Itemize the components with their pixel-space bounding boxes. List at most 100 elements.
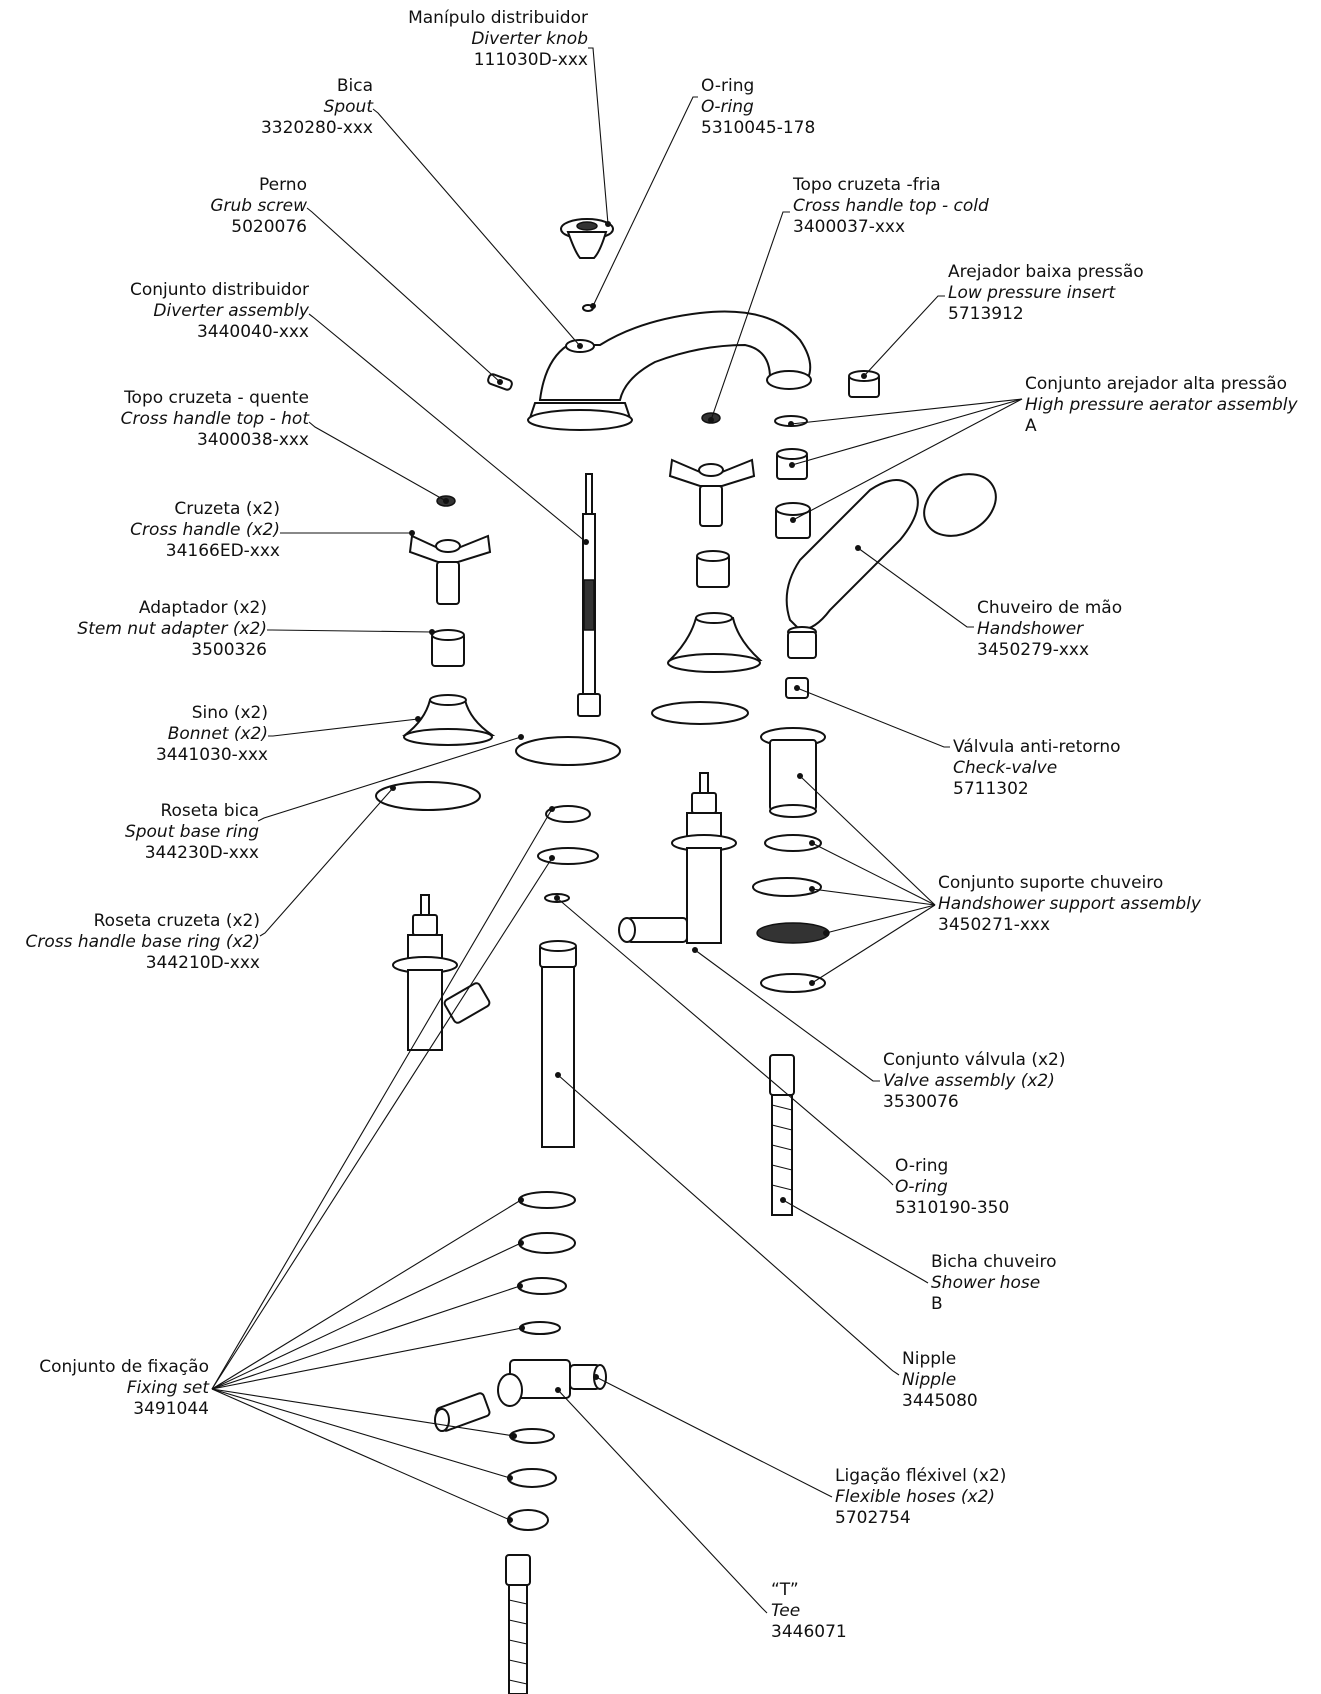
label-cross-handle-top-hot: Topo cruzeta - quente Cross handle top -… <box>121 388 309 451</box>
part-code: 5310190-350 <box>895 1198 1010 1218</box>
diverter-knob-drawing <box>560 218 614 259</box>
fixing-nut-2 <box>507 1509 549 1531</box>
part-name-en: Tee <box>771 1601 801 1621</box>
part-code: 111030D-xxx <box>473 50 588 70</box>
part-name-pt: Manípulo distribuidor <box>408 8 588 28</box>
fixing-washer-6 <box>509 1428 555 1444</box>
part-name-pt: Bicha chuveiro <box>931 1252 1057 1272</box>
part-code: 34166ED-xxx <box>165 541 280 561</box>
part-name-en: Nipple <box>902 1370 957 1390</box>
hot-valve-drawing <box>392 894 491 1051</box>
label-o-ring-lower: O-ring O-ring 5310190-350 <box>895 1156 1009 1219</box>
part-name-en: O-ring <box>701 97 754 117</box>
part-name-pt: Sino (x2) <box>191 703 268 723</box>
part-code: 3530076 <box>883 1092 959 1112</box>
part-code: 5702754 <box>835 1508 911 1528</box>
part-name-en: Spout <box>323 97 373 117</box>
stem-nut-adapter-drawing <box>431 550 730 667</box>
shower-hose-drawing <box>769 1054 795 1216</box>
part-name-en: Stem nut adapter (x2) <box>77 619 267 639</box>
part-name-en: Fixing set <box>126 1378 209 1398</box>
part-code: 3320280-xxx <box>260 118 373 138</box>
bonnet-drawing <box>402 612 763 746</box>
label-cross-handle-base-ring: Roseta cruzeta (x2) Cross handle base ri… <box>26 911 260 974</box>
label-o-ring-top: O-ring O-ring 5310045-178 <box>701 76 815 139</box>
cold-valve-drawing <box>618 772 737 944</box>
part-name-pt: Roseta cruzeta (x2) <box>93 911 260 931</box>
part-code: 5020076 <box>231 217 307 237</box>
label-shower-hose: Bicha chuveiro Shower hose B <box>931 1252 1056 1315</box>
label-cross-handle: Cruzeta (x2) Cross handle (x2) 34166ED-x… <box>130 499 280 562</box>
part-code: 3440040-xxx <box>196 322 309 342</box>
part-code: 5310045-178 <box>701 118 816 138</box>
label-spout-base-ring: Roseta bica Spout base ring 344230D-xxx <box>125 801 259 864</box>
fixing-washer-4 <box>517 1277 567 1295</box>
part-name-pt: Válvula anti-retorno <box>953 737 1121 757</box>
part-name-pt: Conjunto suporte chuveiro <box>938 873 1164 893</box>
part-name-en: Cross handle top - cold <box>793 196 989 216</box>
part-name-en: Grub screw <box>210 196 307 216</box>
part-code: 3500326 <box>191 640 267 660</box>
label-grub-screw: Perno Grub screw 5020076 <box>210 175 307 238</box>
part-name-pt: Roseta bica <box>160 801 259 821</box>
part-name-pt: Conjunto válvula (x2) <box>883 1050 1066 1070</box>
nipple-drawing <box>539 940 577 1148</box>
part-name-pt: Ligação fléxivel (x2) <box>835 1466 1007 1486</box>
part-name-pt: “T” <box>771 1580 799 1600</box>
part-name-en: Diverter knob <box>471 29 588 49</box>
diverter-assembly-drawing <box>577 473 601 717</box>
spout-base-ring-drawing <box>515 736 621 766</box>
part-name-en: Low pressure insert <box>948 283 1116 303</box>
part-name-pt: Adaptador (x2) <box>138 598 267 618</box>
label-diverter-assembly: Conjunto distribuidor Diverter assembly … <box>130 280 309 343</box>
part-name-pt: Nipple <box>902 1349 957 1369</box>
label-low-pressure-insert: Arejador baixa pressão Low pressure inse… <box>948 262 1144 325</box>
label-check-valve: Válvula anti-retorno Check-valve 5711302 <box>953 737 1121 800</box>
part-name-pt: Chuveiro de mão <box>977 598 1123 618</box>
part-name-en: Valve assembly (x2) <box>883 1071 1055 1091</box>
part-name-pt: Conjunto de fixação <box>39 1357 209 1377</box>
part-name-pt: O-ring <box>701 76 755 96</box>
part-name-pt: Perno <box>259 175 307 195</box>
handshower-drawing <box>785 473 997 659</box>
fixing-nut-1 <box>518 1232 576 1254</box>
part-name-en: Cross handle top - hot <box>120 409 309 429</box>
cold-base-ring-drawing <box>651 701 749 725</box>
part-name-en: Handshower <box>977 619 1084 639</box>
label-flexible-hoses: Ligação fléxivel (x2) Flexible hoses (x2… <box>835 1466 1006 1529</box>
part-name-en: Handshower support assembly <box>938 894 1201 914</box>
part-code: 3445080 <box>902 1391 978 1411</box>
part-name-pt: Topo cruzeta - quente <box>124 388 309 408</box>
label-spout: Bica Spout 3320280-xxx <box>261 76 373 139</box>
fixing-washer-7 <box>507 1468 557 1488</box>
hot-base-ring-drawing <box>375 781 481 811</box>
fixing-washer-5 <box>519 1321 561 1335</box>
part-code: B <box>931 1294 943 1314</box>
part-name-en: Spout base ring <box>124 822 259 842</box>
part-code: 3446071 <box>771 1622 847 1642</box>
tee-drawing <box>497 1359 607 1407</box>
part-name-en: Bonnet (x2) <box>167 724 268 744</box>
part-name-pt: Topo cruzeta -fria <box>793 175 941 195</box>
label-handshower: Chuveiro de mão Handshower 3450279-xxx <box>977 598 1122 661</box>
part-name-en: O-ring <box>895 1177 948 1197</box>
hot-cross-handle-drawing <box>408 534 492 605</box>
label-valve-assembly: Conjunto válvula (x2) Valve assembly (x2… <box>883 1050 1066 1113</box>
part-name-pt: Conjunto distribuidor <box>129 280 309 300</box>
part-name-pt: Cruzeta (x2) <box>174 499 280 519</box>
label-diverter-knob: Manípulo distribuidor Diverter knob 1110… <box>408 8 588 71</box>
cold-cross-handle-drawing <box>668 458 756 527</box>
part-name-pt: Arejador baixa pressão <box>948 262 1144 282</box>
fixing-washer-3 <box>518 1191 576 1209</box>
part-name-en: Check-valve <box>953 758 1058 778</box>
part-name-en: Flexible hoses (x2) <box>835 1487 996 1507</box>
label-fixing-set: Conjunto de fixação Fixing set 3491044 <box>39 1357 209 1420</box>
label-nipple: Nipple Nipple 3445080 <box>902 1349 978 1412</box>
part-code: A <box>1025 416 1037 436</box>
part-name-en: Cross handle base ring (x2) <box>25 932 260 952</box>
part-name-en: Shower hose <box>931 1273 1041 1293</box>
part-code: 3450279-xxx <box>977 640 1090 660</box>
part-name-pt: Bica <box>336 76 373 96</box>
